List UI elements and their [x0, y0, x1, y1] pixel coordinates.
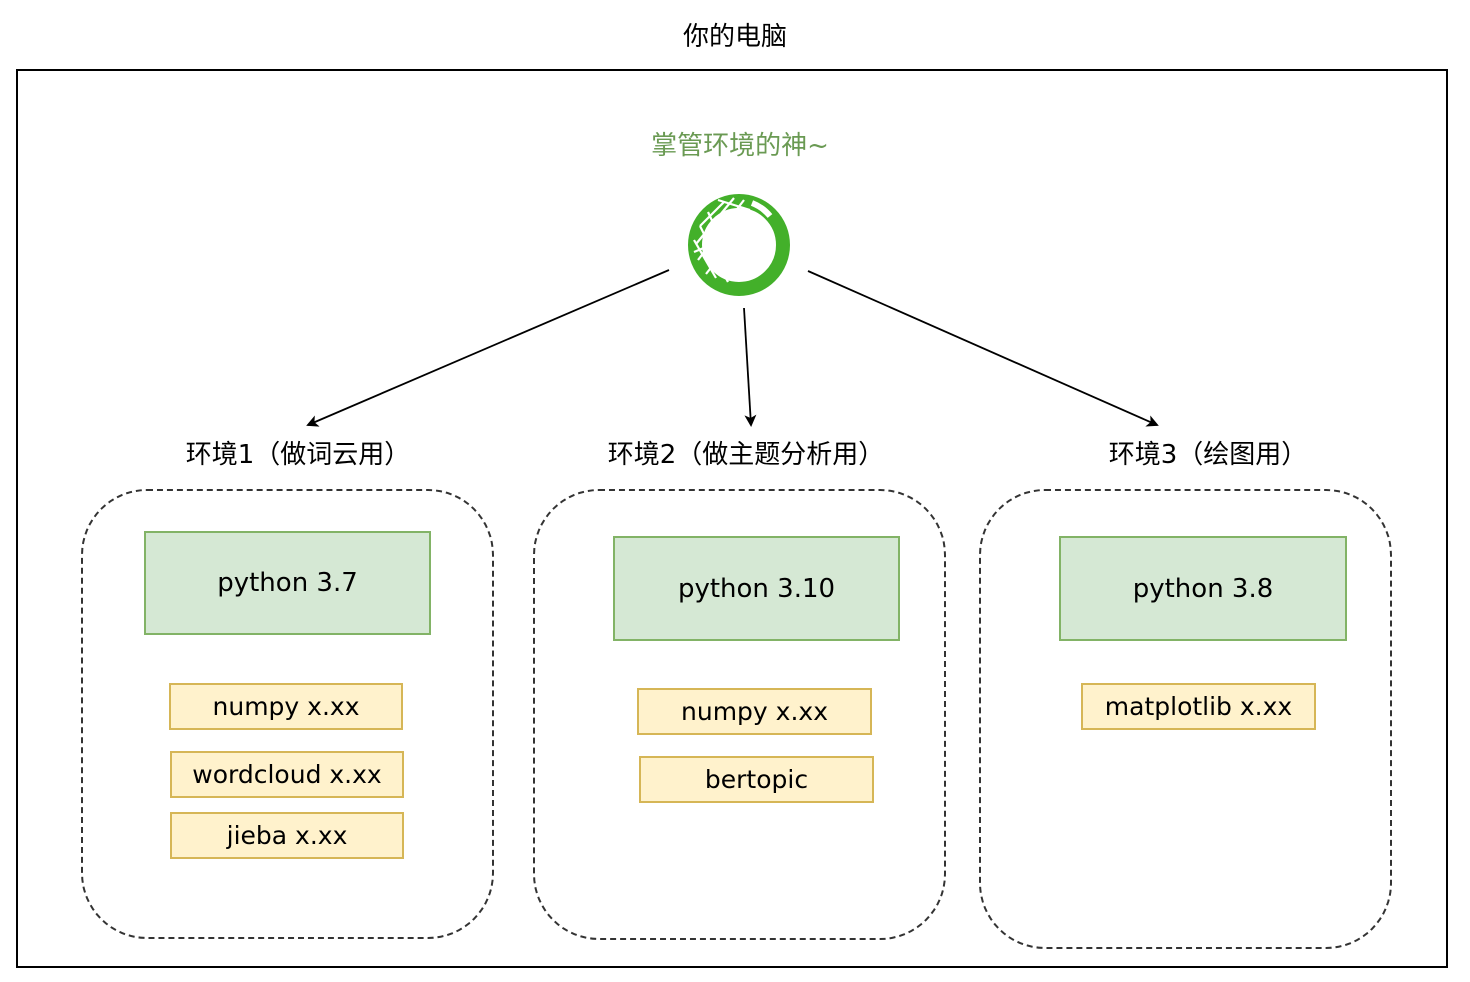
env1-label: 环境1（做词云用）	[185, 439, 411, 470]
computer-title: 你的电脑	[682, 21, 787, 52]
env1-package-numpy: numpy x.xx	[169, 683, 403, 730]
env1-python-version: python 3.7	[144, 531, 431, 635]
env2-container	[533, 489, 946, 940]
env1-package-wordcloud: wordcloud x.xx	[170, 751, 404, 798]
env3-package-matplotlib: matplotlib x.xx	[1081, 683, 1316, 730]
env1-container	[81, 489, 494, 939]
env3-container	[979, 489, 1392, 949]
anaconda-logo-icon	[688, 194, 790, 296]
env1-package-jieba: jieba x.xx	[170, 812, 404, 859]
env2-package-bertopic: bertopic	[639, 756, 874, 803]
env2-python-version: python 3.10	[613, 536, 900, 641]
env3-python-version: python 3.8	[1059, 536, 1347, 641]
computer-frame	[16, 69, 1448, 968]
env3-label: 环境3（绘图用）	[1108, 439, 1308, 470]
env2-label: 环境2（做主题分析用）	[607, 439, 885, 470]
env2-package-numpy: numpy x.xx	[637, 688, 872, 735]
manager-label: 掌管环境的神~	[651, 130, 829, 161]
